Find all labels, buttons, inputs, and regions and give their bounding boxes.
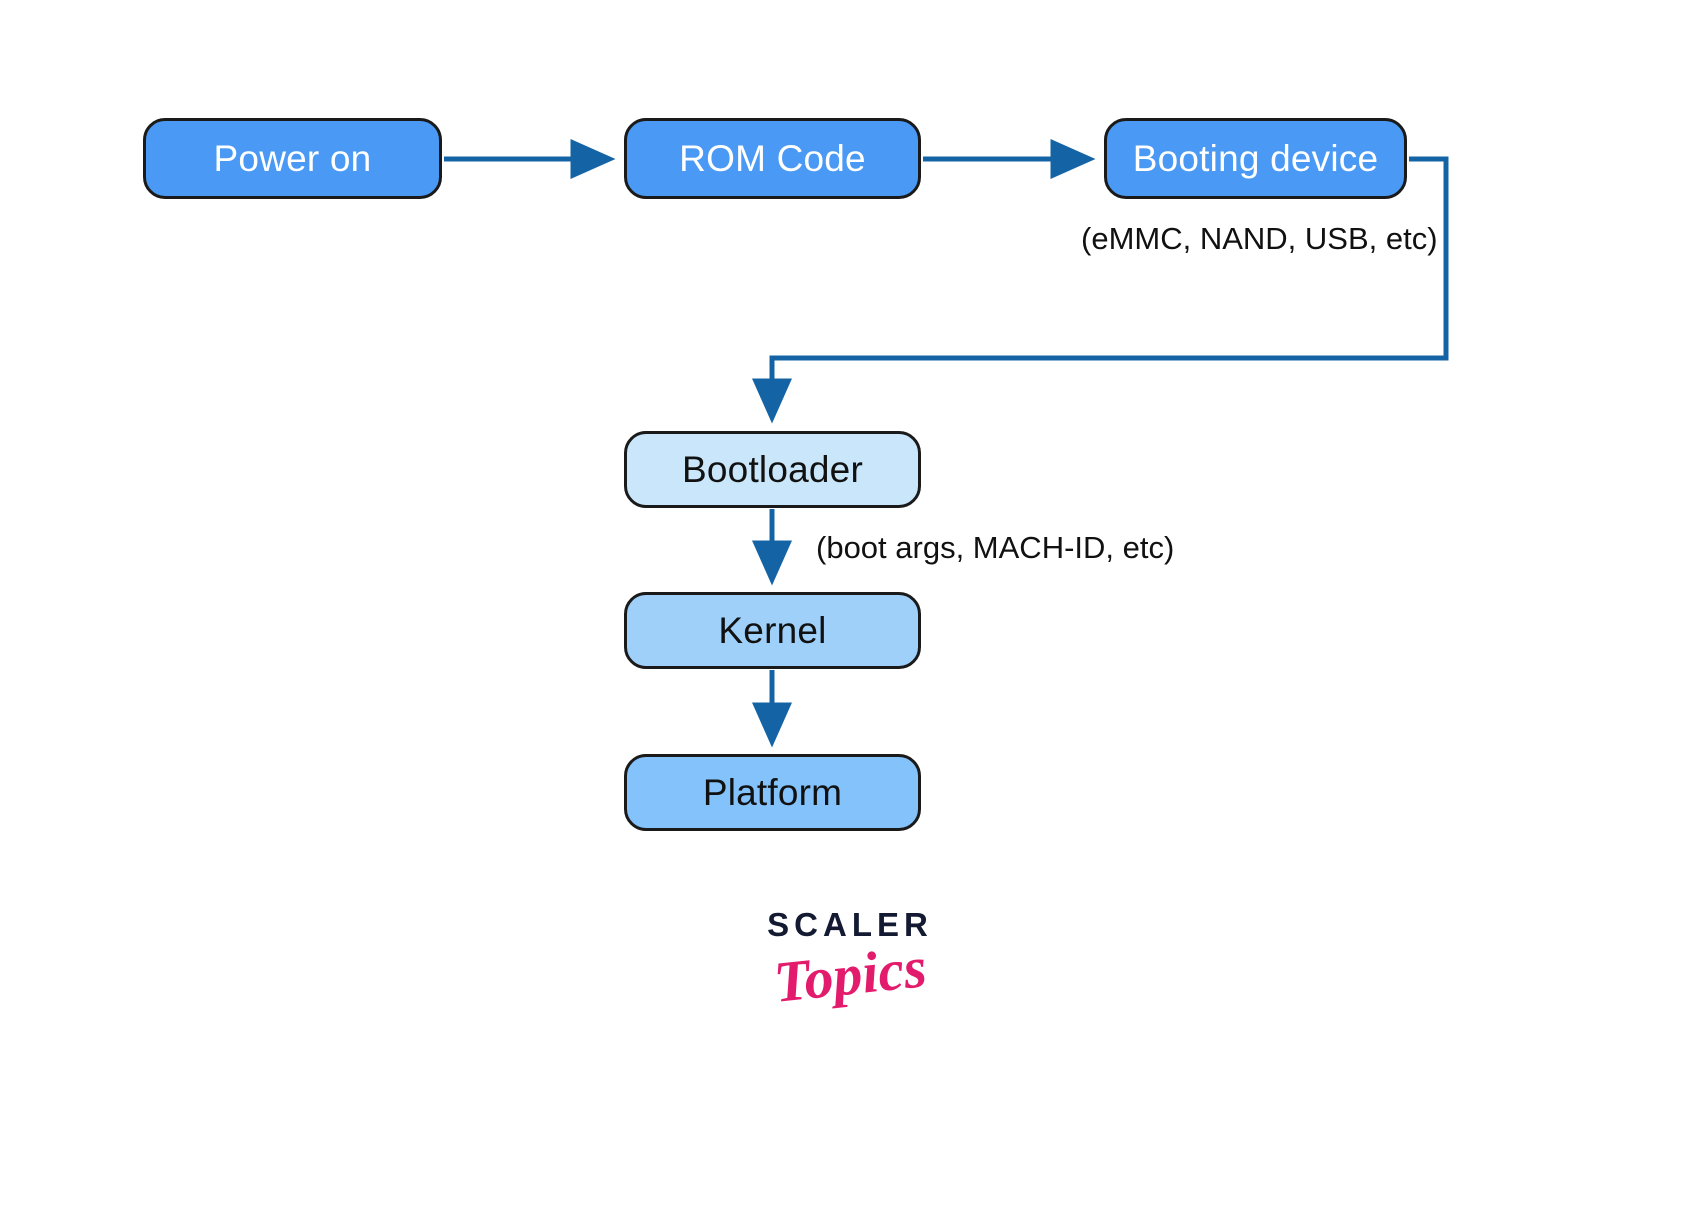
node-bootloader-label: Bootloader [682,448,863,490]
node-power-on-label: Power on [213,137,372,179]
boot-args-caption: (boot args, MACH-ID, etc) [816,530,1175,565]
node-kernel[interactable]: Kernel [624,592,921,669]
node-booting-device-label: Booting device [1132,137,1379,179]
logo-topics-text: Topics [770,934,930,1015]
node-bootloader[interactable]: Bootloader [624,431,921,508]
scaler-topics-logo: SCALER Topics [700,908,1000,1038]
node-power-on[interactable]: Power on [143,118,442,199]
node-booting-device[interactable]: Booting device [1104,118,1407,199]
node-rom-code-label: ROM Code [679,137,866,179]
logo-scaler-text: SCALER [767,906,933,943]
node-rom-code[interactable]: ROM Code [624,118,921,199]
booting-device-caption: (eMMC, NAND, USB, etc) [1081,221,1438,256]
node-platform[interactable]: Platform [624,754,921,831]
node-platform-label: Platform [702,771,843,813]
node-kernel-label: Kernel [718,609,827,651]
